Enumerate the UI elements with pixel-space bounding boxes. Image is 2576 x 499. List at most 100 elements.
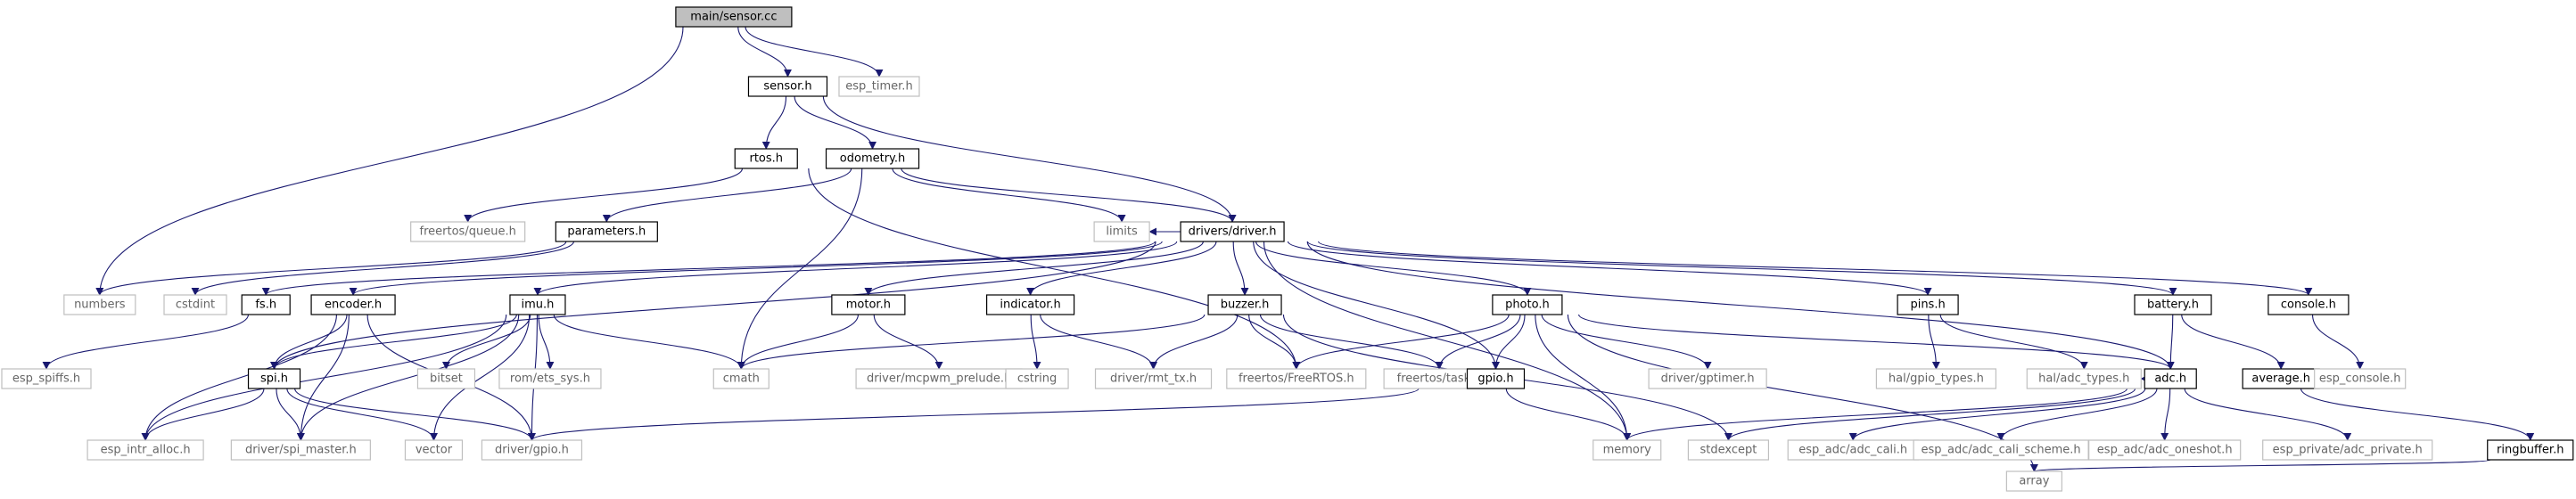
node-box xyxy=(410,221,526,242)
node-driver-gpio-h[interactable]: driver/gpio.h xyxy=(481,439,583,461)
node-ets-sys-h[interactable]: rom/ets_sys.h xyxy=(498,368,602,389)
edge-driver-h-to-imu-h xyxy=(533,241,1178,296)
node-spi-master-h[interactable]: driver/spi_master.h xyxy=(230,439,371,461)
edge-imu-h-to-spi-h xyxy=(270,314,517,370)
edge-pins-h-to-adc-types-h xyxy=(1939,314,2088,370)
edge-spi-h-to-spi-master-h xyxy=(276,388,305,441)
node-cstring[interactable]: cstring xyxy=(1005,368,1069,389)
edge-driver-h-to-spi-h xyxy=(270,241,1156,370)
node-label: console.h xyxy=(2281,299,2336,312)
node-ringbuffer-h[interactable]: ringbuffer.h xyxy=(2487,439,2574,461)
node-label: cstdint xyxy=(176,299,215,312)
edge-buzzer-h-to-rmt-tx-h xyxy=(1149,314,1239,370)
edge-spi-h-to-vector xyxy=(286,388,438,441)
node-label: esp_adc/adc_oneshot.h xyxy=(2097,444,2233,457)
node-driver-h[interactable]: drivers/driver.h xyxy=(1180,221,1285,242)
node-freertos-h[interactable]: freertos/FreeRTOS.h xyxy=(1226,368,1367,389)
node-cmath[interactable]: cmath xyxy=(712,368,770,389)
edge-adc-h-to-adc-private-h xyxy=(2184,388,2352,441)
node-adc-oneshot-h[interactable]: esp_adc/adc_oneshot.h xyxy=(2088,439,2242,461)
node-queue-h[interactable]: freertos/queue.h xyxy=(410,221,526,242)
node-box xyxy=(241,294,291,315)
node-photo-h[interactable]: photo.h xyxy=(1492,294,1563,315)
node-indicator-h[interactable]: indicator.h xyxy=(985,294,1075,315)
node-parameters-h[interactable]: parameters.h xyxy=(555,221,658,242)
node-intr-alloc-h[interactable]: esp_intr_alloc.h xyxy=(86,439,204,461)
node-gpio-h[interactable]: gpio.h xyxy=(1466,368,1526,389)
node-adc-h[interactable]: adc.h xyxy=(2144,368,2197,389)
node-box xyxy=(2026,368,2142,389)
node-cstdint[interactable]: cstdint xyxy=(163,294,227,315)
node-mcpwm-h[interactable]: driver/mcpwm_prelude.h xyxy=(855,368,1023,389)
node-label: spi.h xyxy=(260,372,288,386)
edge-sensor-cc-to-sensor-h xyxy=(737,26,792,78)
node-buzzer-h[interactable]: buzzer.h xyxy=(1207,294,1282,315)
node-box xyxy=(1180,221,1285,242)
node-array[interactable]: array xyxy=(2005,470,2062,492)
node-odometry-h[interactable]: odometry.h xyxy=(825,148,920,169)
edge-indicator-h-to-rmt-tx-h xyxy=(1040,314,1157,370)
node-numbers[interactable]: numbers xyxy=(63,294,136,315)
node-box xyxy=(2267,294,2350,315)
node-memory[interactable]: memory xyxy=(1593,439,1662,461)
edge-photo-h-to-freertos-h xyxy=(1292,314,1510,370)
node-esp-timer-h[interactable]: esp_timer.h xyxy=(838,76,920,97)
node-label: esp_timer.h xyxy=(845,80,912,94)
node-gpio-types-h[interactable]: hal/gpio_types.h xyxy=(1875,368,1997,389)
node-encoder-h[interactable]: encoder.h xyxy=(310,294,396,315)
node-limits[interactable]: limits xyxy=(1093,221,1150,242)
edge-driver-h-to-adc-h xyxy=(1306,241,2175,370)
node-stdexcept[interactable]: stdexcept xyxy=(1687,439,1770,461)
edge-sensor-h-to-rtos-h xyxy=(761,95,787,150)
node-box xyxy=(2314,368,2407,389)
edge-parameters-h-to-cstdint xyxy=(191,241,574,296)
node-bitset[interactable]: bitset xyxy=(416,368,476,389)
node-battery-h[interactable]: battery.h xyxy=(2134,294,2212,315)
node-label: esp_private/adc_private.h xyxy=(2273,444,2423,457)
node-label: cstring xyxy=(1017,372,1057,386)
edge-imu-h-to-spi-master-h xyxy=(296,314,520,441)
node-average-h[interactable]: average.h xyxy=(2242,368,2320,389)
node-vector[interactable]: vector xyxy=(404,439,464,461)
node-adc-cali-h[interactable]: esp_adc/adc_cali.h xyxy=(1787,439,1919,461)
node-box xyxy=(1005,368,1069,389)
node-motor-h[interactable]: motor.h xyxy=(831,294,906,315)
node-sensor-cc[interactable]: main/sensor.cc xyxy=(675,6,793,28)
node-box xyxy=(230,439,371,461)
node-label: esp_intr_alloc.h xyxy=(101,444,191,457)
node-fs-h[interactable]: fs.h xyxy=(241,294,291,315)
node-box xyxy=(1466,368,1526,389)
edge-photo-h-to-adc-h xyxy=(1578,314,2175,370)
node-box xyxy=(2487,439,2574,461)
node-rmt-tx-h[interactable]: driver/rmt_tx.h xyxy=(1094,368,1213,389)
node-adc-types-h[interactable]: hal/adc_types.h xyxy=(2026,368,2142,389)
node-box xyxy=(2088,439,2242,461)
node-box xyxy=(1648,368,1767,389)
node-box xyxy=(481,439,583,461)
edge-imu-h-to-cmath xyxy=(553,314,745,370)
edge-buzzer-h-to-freertos-h xyxy=(1248,314,1301,370)
node-spi-h[interactable]: spi.h xyxy=(247,368,301,389)
node-gptimer-h[interactable]: driver/gptimer.h xyxy=(1648,368,1767,389)
node-adc-cali-scheme-h[interactable]: esp_adc/adc_cali_scheme.h xyxy=(1913,439,2089,461)
edge-driver-h-to-pins-h xyxy=(1287,241,1932,296)
graph-edges xyxy=(42,26,2535,472)
node-box xyxy=(163,294,227,315)
node-adc-private-h[interactable]: esp_private/adc_private.h xyxy=(2262,439,2433,461)
node-box xyxy=(1094,368,1213,389)
node-esp-spiffs-h[interactable]: esp_spiffs.h xyxy=(1,368,92,389)
node-label: sensor.h xyxy=(763,80,811,94)
node-sensor-h[interactable]: sensor.h xyxy=(747,76,828,97)
node-esp-console-h[interactable]: esp_console.h xyxy=(2314,368,2407,389)
node-label: freertos/task.h xyxy=(1397,372,1482,386)
edge-rtos-h-to-queue-h xyxy=(464,168,744,223)
node-pins-h[interactable]: pins.h xyxy=(1897,294,1959,315)
edge-sensor-cc-to-esp-timer-h xyxy=(745,26,884,78)
node-label: cmath xyxy=(723,372,760,386)
node-rtos-h[interactable]: rtos.h xyxy=(734,148,798,169)
node-console-h[interactable]: console.h xyxy=(2267,294,2350,315)
node-imu-h[interactable]: imu.h xyxy=(509,294,566,315)
node-label: parameters.h xyxy=(567,225,646,239)
edge-rtos-h-to-freertos-h xyxy=(808,168,1301,370)
edge-photo-h-to-task-h xyxy=(1435,314,1521,370)
